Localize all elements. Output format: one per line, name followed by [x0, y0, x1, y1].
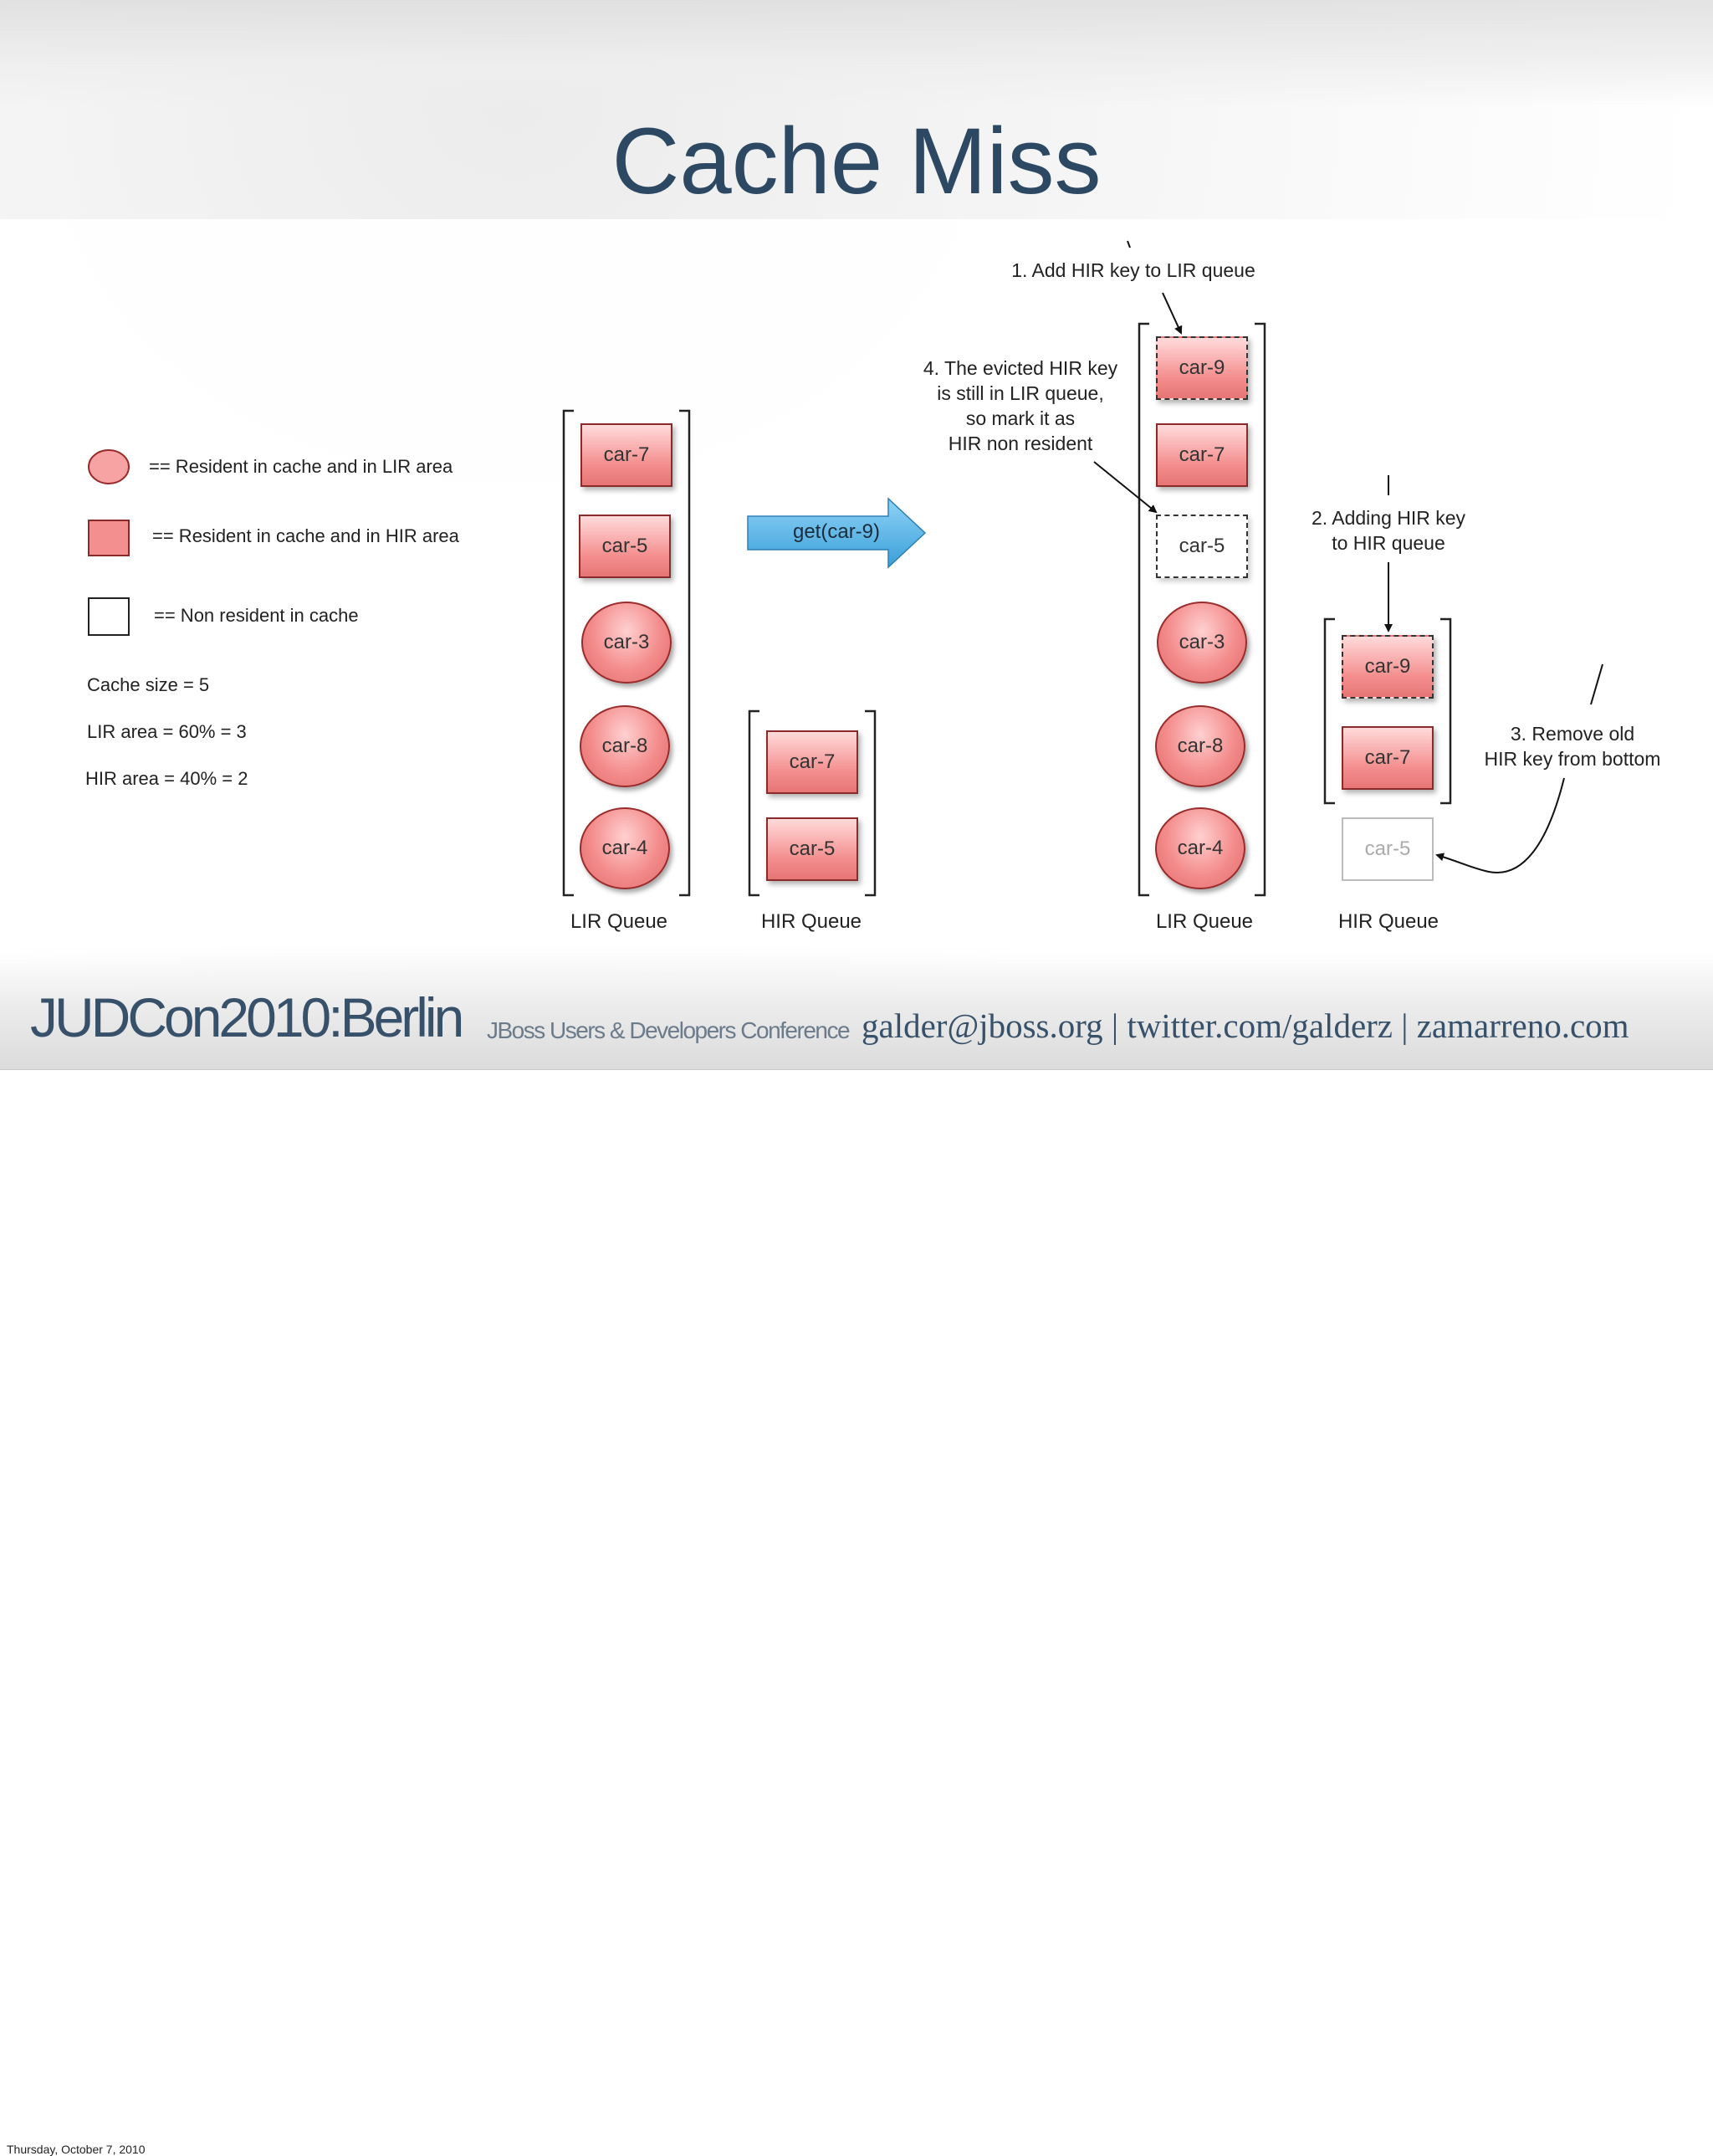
after-lir-node-car-8: car-8	[1155, 705, 1245, 787]
legend-hir-text: == Resident in cache and in HIR area	[152, 525, 459, 546]
evicted-hir-node-car-5: car-5	[1342, 817, 1434, 881]
step3-line-1: 3. Remove old	[1510, 723, 1635, 745]
get-operation-label: get(car-9)	[792, 520, 881, 543]
legend-lir-text: == Resident in cache and in LIR area	[149, 456, 453, 477]
after-lir-queue-label: LIR Queue	[1155, 910, 1254, 933]
step2-line-1: 2. Adding HIR key	[1311, 507, 1466, 529]
conference-logo: JUDCon2010:Berlin	[30, 986, 464, 1048]
step2-line-2: to HIR queue	[1332, 532, 1445, 554]
slide-date: Thursday, October 7, 2010	[7, 2143, 146, 2156]
after-lir-node-car-5: car-5	[1156, 515, 1248, 578]
before-lir-node-car-8: car-8	[580, 705, 670, 787]
cache-size-text: Cache size = 5	[87, 674, 210, 695]
before-lir-node-car-3: car-3	[581, 602, 672, 684]
step3-line-2: HIR key from bottom	[1484, 748, 1661, 770]
legend-nonresident-text: == Non resident in cache	[154, 605, 359, 626]
step3-note: 3. Remove old HIR key from bottom	[1455, 721, 1690, 771]
lir-area-text: LIR area = 60% = 3	[87, 721, 247, 742]
slide: Cache Miss == Resident in cache and in L…	[0, 0, 1713, 1069]
after-hir-node-car-9: car-9	[1342, 635, 1434, 699]
before-lir-queue-label: LIR Queue	[570, 910, 668, 933]
step4-line-1: 4. The evicted HIR key	[923, 357, 1118, 379]
legend-nonresident-shape	[88, 597, 130, 636]
after-lir-node-car-4: car-4	[1155, 807, 1245, 889]
after-lir-node-car-7: car-7	[1156, 423, 1248, 487]
after-lir-node-car-9: car-9	[1156, 336, 1248, 400]
get-arrow	[747, 497, 927, 569]
date-bar: Thursday, October 7, 2010	[0, 1069, 1713, 2156]
step3-tick	[1590, 663, 1603, 705]
step4-arrow	[1093, 461, 1158, 514]
lir-queue-bracket-after	[1138, 322, 1266, 897]
hir-queue-bracket-after	[1323, 617, 1452, 805]
step3-arrow	[1435, 777, 1565, 873]
legend-hir-shape	[88, 520, 130, 556]
hir-queue-bracket-before	[748, 709, 877, 897]
step2-note: 2. Adding HIR key to HIR queue	[1288, 505, 1489, 556]
step1-note: 1. Add HIR key to LIR queue	[1011, 259, 1255, 281]
before-hir-queue-label: HIR Queue	[760, 910, 862, 933]
after-hir-node-car-7: car-7	[1342, 726, 1434, 790]
before-lir-node-car-7: car-7	[580, 423, 672, 487]
before-hir-node-car-7: car-7	[766, 730, 858, 794]
after-hir-queue-label: HIR Queue	[1337, 910, 1439, 933]
before-lir-node-car-4: car-4	[580, 807, 670, 889]
lir-queue-bracket-before	[562, 409, 691, 897]
step4-line-2: is still in LIR queue,	[937, 382, 1104, 404]
legend-lir-shape	[88, 449, 130, 484]
conference-subtitle: JBoss Users & Developers Conference	[487, 1017, 851, 1043]
step4-line-3: so mark it as	[965, 407, 1076, 429]
slide-title: Cache Miss	[611, 109, 1102, 213]
step1-arrow	[1127, 240, 1181, 333]
hir-area-text: HIR area = 40% = 2	[85, 768, 248, 789]
after-lir-node-car-3: car-3	[1157, 602, 1247, 684]
before-lir-node-car-5: car-5	[579, 515, 671, 578]
before-hir-node-car-5: car-5	[766, 817, 858, 881]
step4-note: 4. The evicted HIR key is still in LIR q…	[895, 356, 1146, 456]
contact-info: galder@jboss.org | twitter.com/galderz |…	[862, 1006, 1629, 1045]
step4-line-4: HIR non resident	[948, 433, 1093, 454]
